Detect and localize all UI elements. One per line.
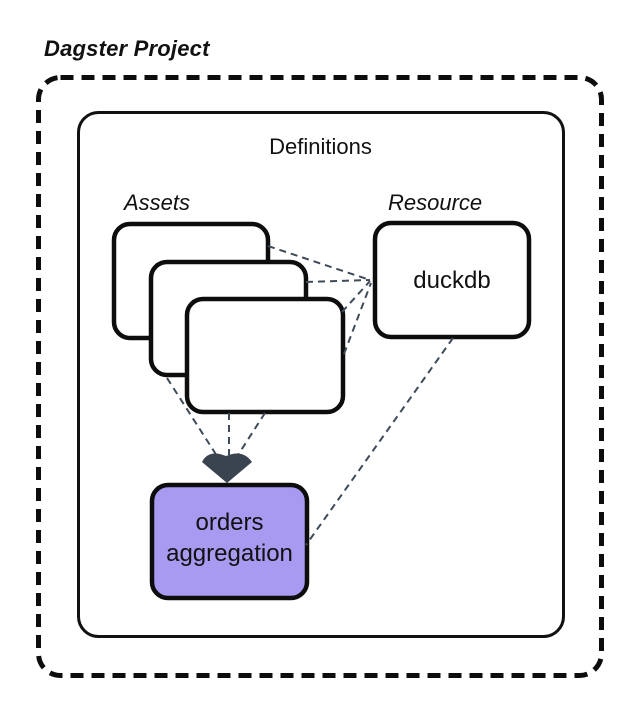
orders-aggregation-label-line1: orders	[195, 509, 264, 536]
merge-arrowhead-icon	[202, 453, 252, 483]
duckdb-box	[372, 220, 532, 340]
orders-aggregation-label-line2: aggregation	[166, 540, 293, 567]
edge-asset-middle-to-duckdb	[305, 279, 371, 283]
edge-asset-front-to-arrow	[237, 412, 266, 456]
definitions-label: Definitions	[269, 134, 372, 159]
resource-group-label: Resource	[388, 190, 483, 215]
definitions-container	[77, 111, 565, 638]
edge-duckdb-to-orders-aggregation	[305, 337, 454, 546]
diagram-title: Dagster Project	[44, 36, 210, 61]
edge-asset-back-to-arrow	[166, 377, 218, 457]
edge-asset-front-to-duckdb	[341, 280, 371, 313]
assets-group-label: Assets	[124, 190, 191, 215]
dagster-project-boundary	[36, 75, 604, 678]
orders-aggregation-box	[149, 482, 310, 601]
asset-box-front	[184, 296, 346, 415]
edge-asset-front-lower-to-duckdb	[343, 282, 372, 355]
orders-aggregation-label: orders aggregation	[152, 507, 307, 569]
edge-asset-back-to-duckdb	[267, 245, 371, 281]
duckdb-label: duckdb	[413, 267, 491, 294]
